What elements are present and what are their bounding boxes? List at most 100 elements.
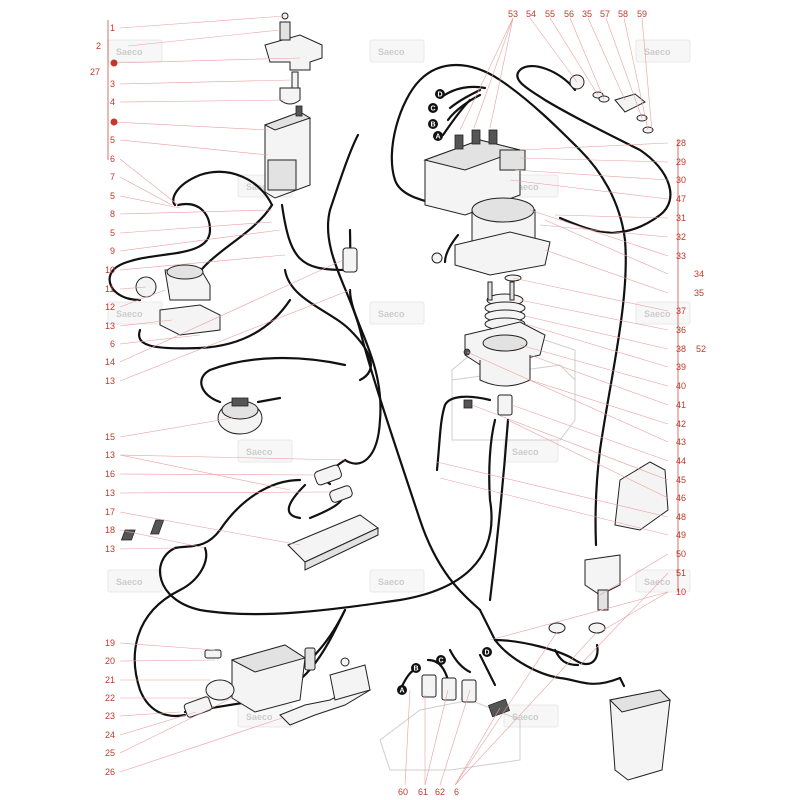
part-label-41: 41	[676, 400, 686, 410]
water-tank-filter	[263, 105, 312, 199]
part-label-2: 2	[96, 41, 101, 51]
part-label-58: 58	[618, 9, 628, 19]
part-label-22: 22	[105, 693, 115, 703]
part-label-6: 6	[454, 787, 459, 797]
part-label-26: 26	[105, 767, 115, 777]
part-label-29: 29	[676, 157, 686, 167]
parts	[120, 12, 671, 781]
part-label-37: 37	[676, 306, 686, 316]
svg-text:Saeco: Saeco	[378, 47, 405, 57]
part-label-30: 30	[676, 175, 686, 185]
svg-text:Saeco: Saeco	[644, 577, 671, 587]
connector-block	[421, 674, 511, 718]
svg-text:C: C	[431, 106, 436, 113]
drip-tray	[608, 689, 671, 781]
part-label-38: 38	[676, 344, 686, 354]
svg-text:Saeco: Saeco	[246, 447, 273, 457]
callout-dot	[110, 118, 118, 126]
watermark: Saeco	[107, 569, 163, 593]
part-label-42: 42	[676, 419, 686, 429]
part-label-31: 31	[676, 213, 686, 223]
svg-text:C: C	[439, 658, 444, 665]
connector-marker: B	[411, 663, 421, 673]
svg-text:A: A	[436, 134, 441, 141]
connector-marker: A	[397, 685, 407, 695]
boiler	[431, 197, 551, 282]
part-label-16: 16	[105, 469, 115, 479]
watermark: Saeco	[237, 439, 293, 463]
part-label-61: 61	[418, 787, 428, 797]
part-label-23: 23	[105, 711, 115, 721]
flow-meter	[217, 397, 263, 435]
connector-marker: C	[428, 103, 438, 113]
svg-text:Saeco: Saeco	[116, 577, 143, 587]
part-label-36: 36	[676, 325, 686, 335]
part-label-35: 35	[694, 288, 704, 298]
connector-marker: D	[482, 647, 492, 657]
watermark: Saeco	[635, 301, 691, 325]
tee-fitting	[463, 394, 513, 416]
part-label-5: 5	[110, 135, 115, 145]
part-label-19: 19	[105, 638, 115, 648]
part-label-5: 5	[110, 228, 115, 238]
part-label-56: 56	[564, 9, 574, 19]
part-label-55: 55	[545, 9, 555, 19]
part-label-51: 51	[676, 568, 686, 578]
svg-text:A: A	[400, 688, 405, 695]
part-label-39: 39	[676, 362, 686, 372]
part-label-35: 35	[582, 9, 592, 19]
part-label-53: 53	[508, 9, 518, 19]
part-label-15: 15	[105, 432, 115, 442]
part-label-17: 17	[105, 507, 115, 517]
callout-dot	[110, 59, 118, 67]
connector-marker: D	[435, 89, 445, 99]
check-valves	[314, 464, 353, 503]
part-number-labels: 1 2 27 3 4 5 6 7 5 8 5 9 10 11 12 13 6 1…	[90, 9, 706, 797]
part-label-27: 27	[90, 67, 100, 77]
tank-cap-group	[264, 12, 323, 71]
pump-bracket	[279, 657, 372, 726]
watermark: Saeco	[503, 704, 559, 728]
part-label-8: 8	[110, 209, 115, 219]
part-label-54: 54	[526, 9, 536, 19]
part-label-62: 62	[435, 787, 445, 797]
part-label-50: 50	[676, 549, 686, 559]
svg-text:B: B	[414, 666, 419, 673]
svg-text:Saeco: Saeco	[512, 182, 539, 192]
watermark: Saeco	[369, 569, 425, 593]
water-tubes	[108, 63, 672, 717]
connector-marker: C	[436, 655, 446, 665]
svg-text:Saeco: Saeco	[512, 447, 539, 457]
part-label-46: 46	[676, 493, 686, 503]
solenoid-valve-block	[423, 129, 526, 216]
svg-text:Saeco: Saeco	[116, 47, 143, 57]
part-label-13: 13	[105, 376, 115, 386]
svg-text:Saeco: Saeco	[512, 712, 539, 722]
part-label-48: 48	[676, 512, 686, 522]
part-label-52: 52	[696, 344, 706, 354]
heating-element	[484, 281, 526, 331]
svg-text:Saeco: Saeco	[116, 309, 143, 319]
watermark: Saeco	[503, 439, 559, 463]
drip-nozzle-bracket	[584, 461, 669, 611]
steam-valve-fittings	[569, 74, 654, 134]
part-label-13: 13	[105, 450, 115, 460]
svg-text:Saeco: Saeco	[644, 47, 671, 57]
svg-text:Saeco: Saeco	[378, 309, 405, 319]
connector-marker: B	[428, 119, 438, 129]
leader-lines	[107, 15, 679, 786]
part-label-43: 43	[676, 437, 686, 447]
part-label-24: 24	[105, 730, 115, 740]
part-label-6: 6	[110, 154, 115, 164]
part-label-12: 12	[105, 302, 115, 312]
part-label-59: 59	[637, 9, 647, 19]
part-label-32: 32	[676, 232, 686, 242]
part-label-10: 10	[676, 587, 686, 597]
svg-text:Saeco: Saeco	[644, 309, 671, 319]
vibration-pump	[183, 644, 316, 718]
part-label-5: 5	[110, 191, 115, 201]
svg-text:B: B	[431, 122, 436, 129]
svg-text:Saeco: Saeco	[378, 577, 405, 587]
connector-markers: D C B A D C B A	[397, 89, 492, 695]
